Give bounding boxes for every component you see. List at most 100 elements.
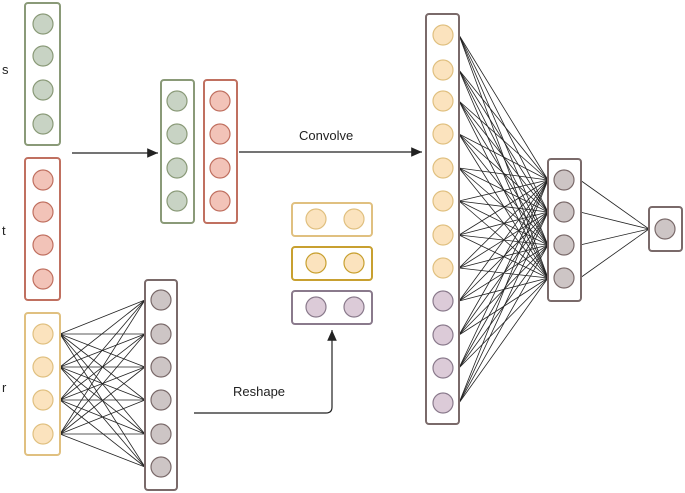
filter-3-node <box>343 296 365 318</box>
filter-1-node <box>305 208 327 230</box>
input-t-node <box>32 169 54 191</box>
stack-s-node <box>166 157 188 179</box>
stack-t-node <box>209 157 231 179</box>
output-node <box>654 218 676 240</box>
connection-line <box>458 133 549 213</box>
connections-r-to-hidden <box>59 299 146 468</box>
label-r: r <box>2 380 7 395</box>
connection-line <box>458 167 549 181</box>
node-layers <box>24 2 683 491</box>
connections-hidden-to-output <box>579 179 650 279</box>
stack-s-node <box>166 123 188 145</box>
input-t-box <box>24 157 61 301</box>
connection-line <box>458 179 549 236</box>
connection-line <box>458 179 549 369</box>
connection-line <box>458 133 549 181</box>
dense-hidden-node <box>553 201 575 223</box>
connection-line <box>59 299 146 335</box>
filter-3-node <box>305 296 327 318</box>
connection-line <box>579 211 650 230</box>
feature-map-node <box>432 190 454 212</box>
connection-line <box>458 211 549 404</box>
input-t-node <box>32 268 54 290</box>
label-t: t <box>2 223 6 238</box>
label-s: s <box>2 62 9 77</box>
input-r-node <box>32 389 54 411</box>
connection-line <box>458 167 549 213</box>
connection-line <box>579 228 650 279</box>
label-reshape: Reshape <box>233 384 285 399</box>
r-hidden-node <box>150 289 172 311</box>
feature-map-node <box>432 123 454 145</box>
connection-line <box>59 333 146 435</box>
connection-line <box>458 211 549 302</box>
input-r-node <box>32 423 54 445</box>
input-s-node <box>32 79 54 101</box>
connection-line <box>59 299 146 368</box>
stack-s-node <box>166 90 188 112</box>
label-convolve: Convolve <box>299 128 353 143</box>
connection-line <box>458 100 549 213</box>
connection-line <box>458 179 549 269</box>
input-r-box <box>24 312 61 456</box>
feature-map-node <box>432 90 454 112</box>
stack-t-node <box>209 123 231 145</box>
input-r-node <box>32 323 54 345</box>
dense-hidden-node <box>553 234 575 256</box>
connection-line <box>458 179 549 302</box>
input-t-node <box>32 234 54 256</box>
r-hidden-node <box>150 323 172 345</box>
stack-s-node <box>166 190 188 212</box>
filter-2-node <box>343 252 365 274</box>
connections-concat-to-hidden <box>458 34 549 404</box>
r-hidden-node <box>150 356 172 378</box>
feature-map-node <box>432 257 454 279</box>
connection-line <box>458 179 549 336</box>
input-s-box <box>24 2 61 146</box>
connection-line <box>458 133 549 246</box>
r-hidden-node <box>150 423 172 445</box>
feature-map-node <box>432 392 454 414</box>
feature-map-node <box>432 324 454 346</box>
stack-s-box <box>160 79 195 224</box>
connection-line <box>458 211 549 369</box>
filter-1-node <box>343 208 365 230</box>
arrow-reshape <box>194 330 337 414</box>
stack-t-box <box>203 79 238 224</box>
connection-line <box>59 399 146 468</box>
connection-line <box>458 277 549 404</box>
connection-line <box>458 179 549 202</box>
connection-line <box>579 228 650 246</box>
feature-map-box <box>425 13 460 425</box>
r-hidden-node <box>150 389 172 411</box>
feature-map-node <box>432 24 454 46</box>
connection-line <box>458 200 549 213</box>
input-s-node <box>32 113 54 135</box>
connection-line <box>458 34 549 213</box>
connection-line <box>579 179 650 230</box>
filter-2-node <box>305 252 327 274</box>
connection-line <box>458 69 549 181</box>
connection-line <box>458 100 549 181</box>
r-hidden-node <box>150 456 172 478</box>
dense-hidden-node <box>553 169 575 191</box>
connection-line <box>458 244 549 404</box>
connection-line <box>59 433 146 468</box>
feature-map-node <box>432 59 454 81</box>
dense-hidden-box <box>547 158 582 302</box>
connection-line <box>458 179 549 404</box>
input-s-node <box>32 13 54 35</box>
input-t-node <box>32 201 54 223</box>
feature-map-node <box>432 157 454 179</box>
connection-line <box>59 399 146 435</box>
feature-map-node <box>432 224 454 246</box>
feature-map-node <box>432 290 454 312</box>
connection-line <box>59 299 146 435</box>
dense-hidden-node <box>553 267 575 289</box>
connection-line <box>59 366 146 435</box>
connection-line <box>458 244 549 369</box>
feature-map-node <box>432 357 454 379</box>
input-r-node <box>32 356 54 378</box>
connection-line <box>458 277 549 369</box>
